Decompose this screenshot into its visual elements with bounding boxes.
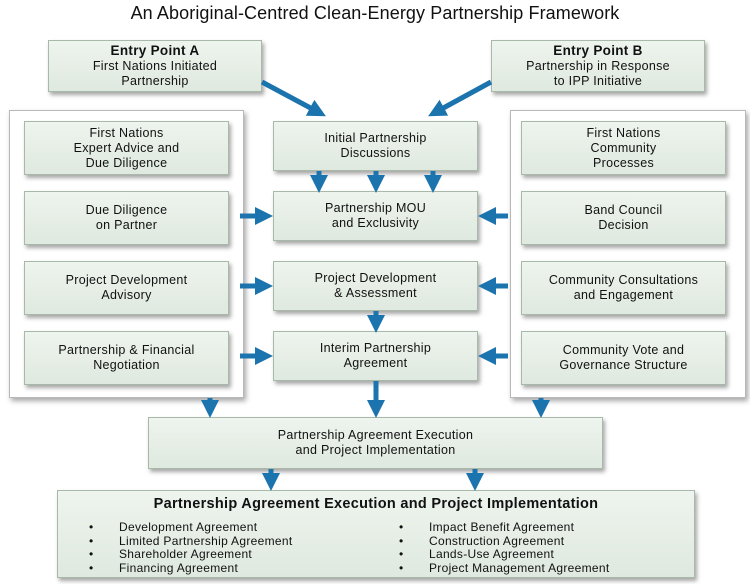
diagram-title: An Aboriginal-Centred Clean-Energy Partn… <box>130 3 620 23</box>
execution-line2: and Project Implementation <box>295 443 456 457</box>
entry-point-a-heading: Entry Point A <box>110 43 200 58</box>
entry-b-arrow <box>428 79 493 117</box>
left-box-1-line3: Due Diligence <box>85 155 168 170</box>
agreement-item: Financing Agreement <box>89 561 292 576</box>
agreement-item: Development Agreement <box>89 520 292 535</box>
agreement-item: Limited Partnership Agreement <box>89 534 292 549</box>
right-box-4-line1: Community Vote and <box>562 343 685 357</box>
agreements-right-list: Impact Benefit Agreement Construction Ag… <box>399 520 610 576</box>
entry-point-b-box: Entry Point B Partnership in Response to… <box>491 40 705 92</box>
right-box-1-line3: Processes <box>592 155 655 170</box>
right-box-community-vote: Community Vote and Governance Structure <box>521 331 726 385</box>
left-box-4-line1: Partnership & Financial <box>58 343 195 357</box>
left-box-2-line2: on Partner <box>95 218 158 232</box>
entry-a-arrow <box>260 79 326 117</box>
right-box-4-line2: Governance Structure <box>559 358 688 372</box>
left-box-2-line1: Due Diligence <box>85 203 168 217</box>
center-box-4-line1: Interim Partnership <box>319 341 432 355</box>
left-box-project-advisory: Project Development Advisory <box>24 261 229 315</box>
center-box-1-line1: Initial Partnership <box>324 131 427 145</box>
right-box-3-line1: Community Consultations <box>548 273 699 287</box>
entry-point-a-line1: First Nations Initiated <box>92 59 218 73</box>
agreement-item: Lands-Use Agreement <box>399 547 610 562</box>
left-box-due-diligence: Due Diligence on Partner <box>24 191 229 245</box>
agreement-item: Shareholder Agreement <box>89 547 292 562</box>
center-box-3-line1: Project Development <box>314 271 437 285</box>
left-box-1-line1: First Nations <box>89 125 164 140</box>
center-box-1-line2: Discussions <box>340 146 411 160</box>
agreements-box: Partnership Agreement Execution and Proj… <box>57 490 695 578</box>
entry-point-a-box: Entry Point A First Nations Initiated Pa… <box>48 40 262 92</box>
execution-line1: Partnership Agreement Execution <box>277 428 474 442</box>
center-box-mou: Partnership MOU and Exclusivity <box>273 191 478 241</box>
agreement-item: Construction Agreement <box>399 534 610 549</box>
left-box-3-line1: Project Development <box>65 273 188 287</box>
agreement-item: Project Management Agreement <box>399 561 610 576</box>
agreements-left-list: Development Agreement Limited Partnershi… <box>89 520 292 576</box>
left-box-financial-negotiation: Partnership & Financial Negotiation <box>24 331 229 385</box>
entry-point-b-line1: Partnership in Response <box>526 59 670 73</box>
right-box-1-line1: First Nations <box>586 125 661 140</box>
center-box-2-line2: and Exclusivity <box>331 216 420 230</box>
left-box-3-line2: Advisory <box>101 288 152 302</box>
entry-point-b-heading: Entry Point B <box>553 43 643 58</box>
left-box-1-line2: Expert Advice and <box>73 140 180 155</box>
left-box-4-line2: Negotiation <box>93 358 160 372</box>
execution-box: Partnership Agreement Execution and Proj… <box>148 417 603 469</box>
right-box-2-line1: Band Council <box>584 203 663 217</box>
entry-point-b-line2: to IPP Initiative <box>553 74 643 88</box>
entry-point-a-line2: Partnership <box>121 74 189 88</box>
center-box-initial-discussions: Initial Partnership Discussions <box>273 121 478 171</box>
right-box-community-processes: First Nations Community Processes <box>521 121 726 175</box>
right-box-2-line2: Decision <box>598 218 649 232</box>
right-box-consultations: Community Consultations and Engagement <box>521 261 726 315</box>
left-box-expert-advice: First Nations Expert Advice and Due Dili… <box>24 121 229 175</box>
center-box-4-line2: Agreement <box>343 356 408 370</box>
center-box-2-line1: Partnership MOU <box>324 201 427 215</box>
center-box-project-development: Project Development & Assessment <box>273 261 478 311</box>
right-box-band-council: Band Council Decision <box>521 191 726 245</box>
agreement-item: Impact Benefit Agreement <box>399 520 610 535</box>
right-box-3-line2: and Engagement <box>573 288 674 302</box>
agreements-heading: Partnership Agreement Execution and Proj… <box>153 496 599 512</box>
right-box-1-line2: Community <box>590 140 657 155</box>
center-box-3-line2: & Assessment <box>334 286 417 300</box>
